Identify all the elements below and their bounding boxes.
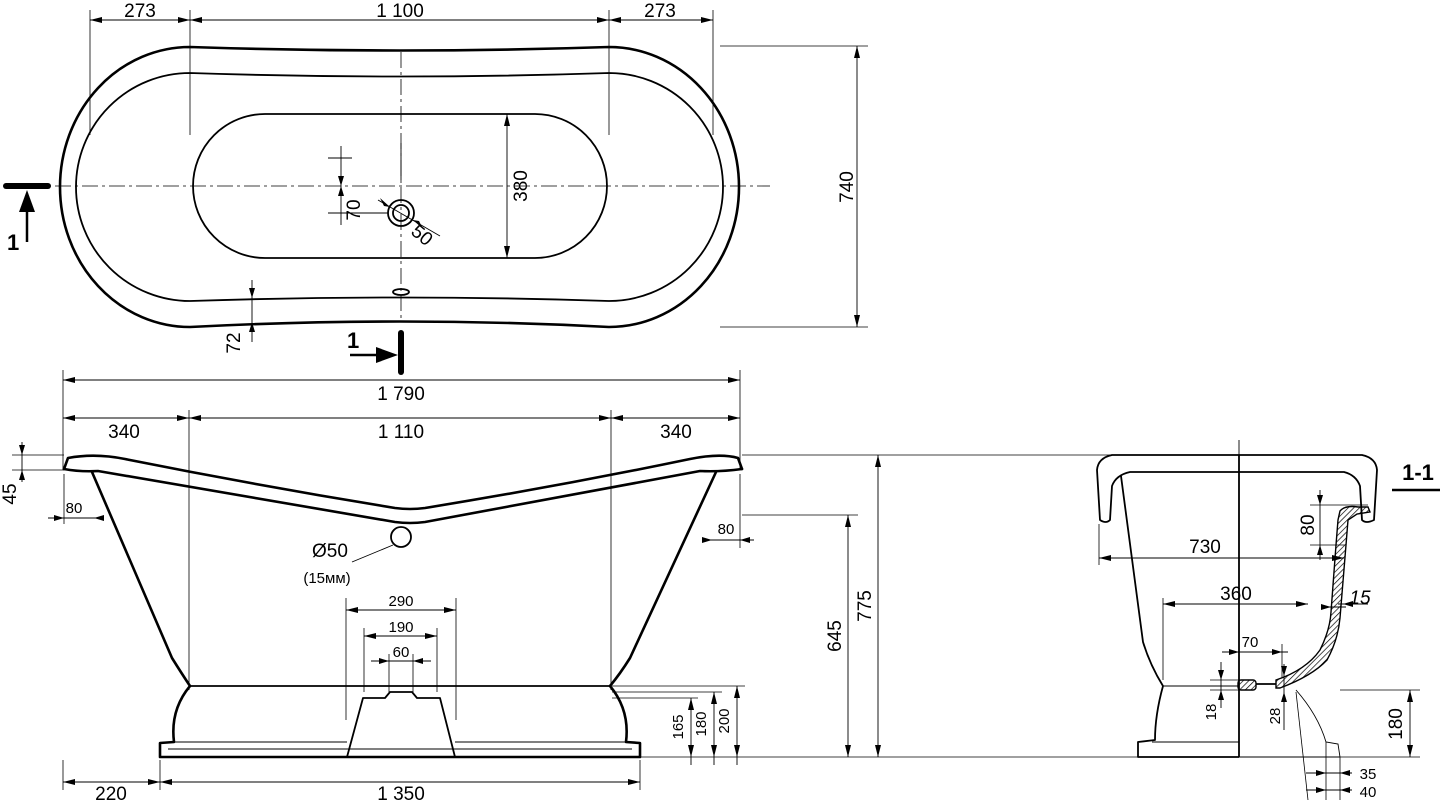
dim-cutout-mid: 190 (388, 619, 413, 636)
section-left-outline (1096, 454, 1239, 523)
drain-inner (392, 204, 410, 222)
front-rim-top (62, 454, 744, 511)
top-outer-rim (58, 45, 741, 329)
dim-front-right: 340 (660, 422, 692, 443)
front-view: Ø50 (15мм) 1 790 340 1 110 340 45 80 (0, 370, 1240, 800)
dim-top-left-end: 273 (124, 1, 156, 22)
section-label-left: 1 (7, 230, 19, 255)
dim-base-165: 165 (670, 714, 687, 739)
dim-lip-right: 80 (718, 521, 735, 538)
section-marker-bottom: 1 (347, 328, 404, 375)
dim-section-15: 15 (1349, 588, 1371, 609)
top-basin (192, 113, 608, 259)
dim-section-70: 70 (1242, 634, 1259, 651)
dim-section-730: 730 (1189, 537, 1221, 558)
dim-section-180: 180 (1386, 708, 1407, 740)
dim-lip-left: 80 (66, 500, 83, 517)
dim-section-40: 40 (1360, 784, 1377, 800)
front-body-outline (90, 470, 718, 759)
dim-section-18: 18 (1203, 704, 1220, 721)
dim-front-left: 340 (108, 422, 140, 443)
section-wall (1275, 505, 1371, 689)
top-inner-rim (75, 72, 724, 302)
section-view: 1-1 80 730 15 360 (1096, 440, 1440, 800)
dim-top-width: 740 (837, 171, 858, 203)
dim-rim: 72 (224, 332, 245, 353)
section-right-rim (1239, 454, 1378, 523)
pedestal-cutout (346, 691, 456, 758)
section-label-bottom: 1 (347, 328, 359, 353)
dim-height-645: 645 (825, 620, 846, 652)
dim-lip-height: 45 (0, 483, 21, 504)
section-right-base (1239, 689, 1341, 758)
dim-drain-offset: 70 (344, 199, 365, 220)
dim-base-offset: 220 (95, 784, 127, 800)
dim-section-360: 360 (1220, 584, 1252, 605)
dim-height-775: 775 (855, 590, 876, 622)
dim-base-length: 1 350 (377, 784, 425, 800)
overflow-hole (390, 526, 412, 548)
dim-section-35: 35 (1360, 766, 1377, 783)
dim-cutout-inner: 60 (393, 644, 410, 661)
dim-top-middle: 1 100 (376, 1, 424, 22)
overflow-note: (15мм) (303, 570, 350, 587)
drain-flange (1237, 679, 1257, 691)
dim-overall-length: 1 790 (377, 384, 425, 405)
dim-top-right-end: 273 (644, 1, 676, 22)
section-left-body (1120, 475, 1239, 758)
overflow-mark (392, 288, 410, 296)
dim-base-180: 180 (693, 711, 710, 736)
overflow-label: Ø50 (312, 541, 348, 562)
dim-drain-diameter: 50 (407, 221, 437, 251)
dim-cutout-outer: 290 (388, 593, 413, 610)
dim-front-center: 1 110 (378, 422, 424, 443)
dim-section-28: 28 (1267, 708, 1284, 725)
dim-base-200: 200 (716, 708, 733, 733)
section-title: 1-1 (1402, 460, 1434, 485)
dim-section-80: 80 (1298, 514, 1319, 535)
top-view: 273 1 100 273 740 380 70 50 72 (55, 1, 868, 354)
section-marker-left: 1 (3, 183, 51, 255)
front-rim-bottom (62, 467, 744, 525)
dim-basin-width: 380 (511, 170, 532, 202)
